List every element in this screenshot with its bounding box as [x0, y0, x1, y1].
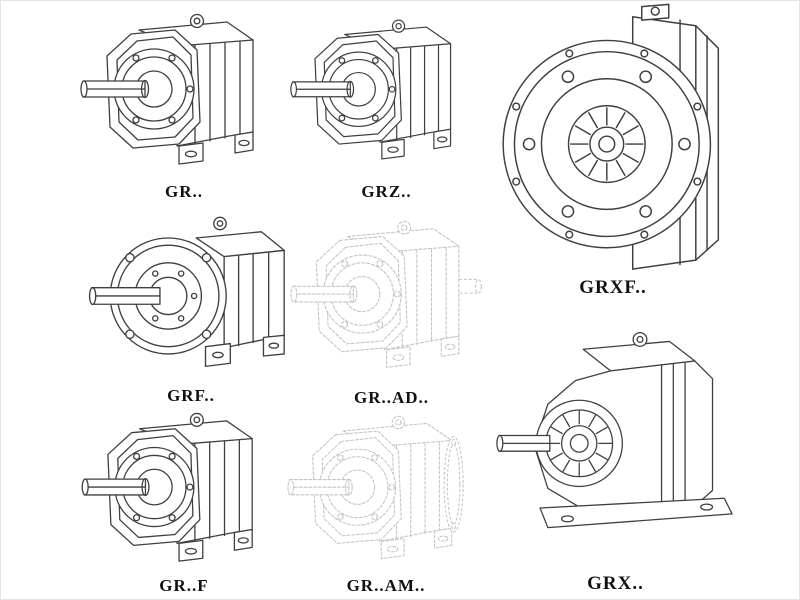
helical-gearbox-large-foot-icon — [496, 331, 733, 529]
product-gr-ad: GR..AD.. — [289, 209, 494, 411]
product-label-gr-f: GR..F — [159, 576, 209, 595]
helical-gearbox-foot-mounted-icon — [80, 13, 254, 165]
product-grz: GRZ.. — [289, 5, 484, 205]
helical-gearbox-flange-mounted-icon — [88, 216, 285, 368]
product-label-gr: GR.. — [165, 182, 203, 201]
product-gr-am: GR..AM.. — [286, 407, 486, 599]
product-grxf: GRXF.. — [493, 1, 733, 301]
motor-flange-ring — [443, 436, 464, 533]
product-gr-f: GR..F — [79, 407, 289, 599]
product-label-gr-am: GR..AM.. — [346, 576, 426, 595]
product-label-grx: GRX.. — [587, 573, 644, 594]
helical-gearbox-foot-mounted-icon — [290, 19, 452, 160]
product-grx: GRX.. — [493, 299, 738, 597]
helical-gearbox-motor-flange-icon — [287, 415, 464, 560]
product-label-grf: GRF.. — [167, 386, 215, 405]
product-label-gr-ad: GR..AD.. — [353, 388, 430, 407]
helical-gearbox-flange-front-icon — [502, 3, 720, 270]
helical-gearbox-foot-mounted-icon — [81, 412, 253, 562]
product-grf: GRF.. — [86, 209, 296, 409]
product-label-grxf: GRXF.. — [579, 277, 647, 298]
helical-gearbox-input-adapter-icon — [290, 220, 482, 368]
input-adapter-stub — [458, 278, 482, 294]
product-gr: GR.. — [79, 5, 289, 205]
product-label-grz: GRZ.. — [361, 182, 412, 201]
